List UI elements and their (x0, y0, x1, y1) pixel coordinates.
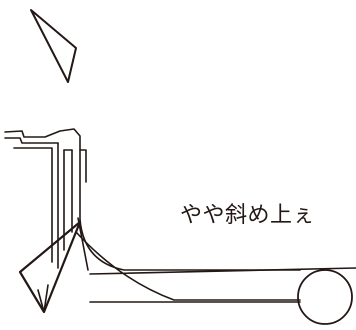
pointer-triangle (30, 9, 77, 83)
wheel-circle (297, 269, 353, 325)
roller-figure (18, 217, 356, 325)
caption-text: やや斜め上ぇ (180, 203, 315, 228)
pipe-figure (4, 128, 87, 269)
